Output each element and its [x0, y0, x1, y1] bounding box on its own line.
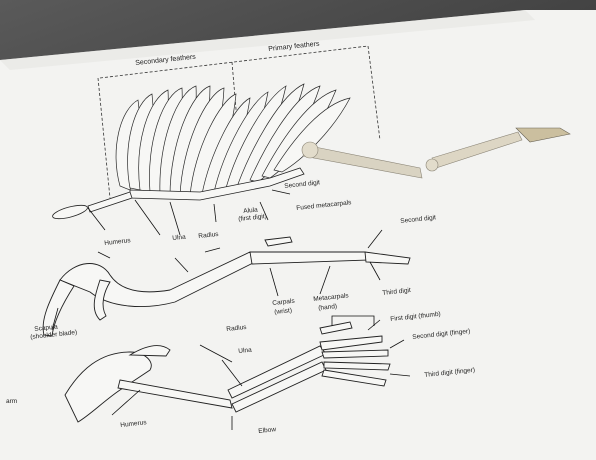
bird-ulna-label: Ulna [172, 234, 186, 242]
arm-label: arm [6, 398, 17, 405]
human-ulna-label: Ulna [238, 347, 252, 355]
